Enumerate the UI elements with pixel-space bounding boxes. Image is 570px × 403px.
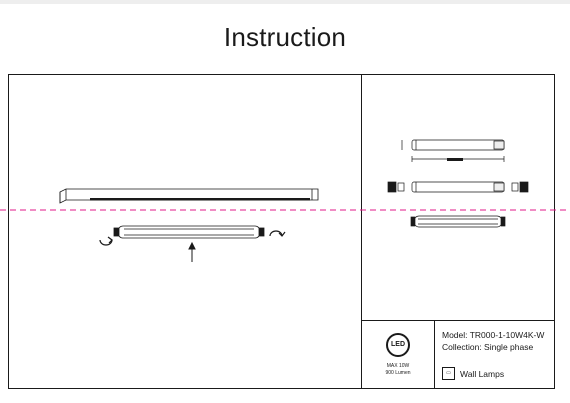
rotate-icon bbox=[99, 236, 113, 246]
model-number: Model: TR000-1-10W4K-W bbox=[442, 330, 545, 340]
collection-name: Collection: Single phase bbox=[442, 342, 534, 352]
top-strip bbox=[0, 0, 570, 4]
fixture-bottom-view bbox=[410, 215, 506, 228]
rotate-icon bbox=[269, 230, 286, 237]
track-rail bbox=[59, 188, 319, 204]
category-label: Wall Lamps bbox=[460, 369, 505, 379]
spec-divider bbox=[434, 321, 435, 389]
spec-panel: LED MAX 10W 900 Lumen Model: TR000-1-10W… bbox=[362, 320, 554, 389]
panel-divider bbox=[361, 74, 362, 389]
instruction-frame bbox=[8, 74, 555, 389]
lumen-output: 900 Lumen bbox=[385, 370, 411, 376]
led-logo-icon: LED bbox=[386, 333, 410, 357]
fixture-top-view bbox=[401, 139, 505, 162]
max-power: MAX 10W bbox=[386, 363, 410, 369]
fixture-body bbox=[113, 225, 265, 239]
fixture-side-view bbox=[387, 181, 529, 193]
page-title: Instruction bbox=[223, 22, 347, 52]
wall-lamp-icon: ▭ bbox=[442, 367, 455, 380]
arrow-up-icon bbox=[188, 241, 196, 262]
